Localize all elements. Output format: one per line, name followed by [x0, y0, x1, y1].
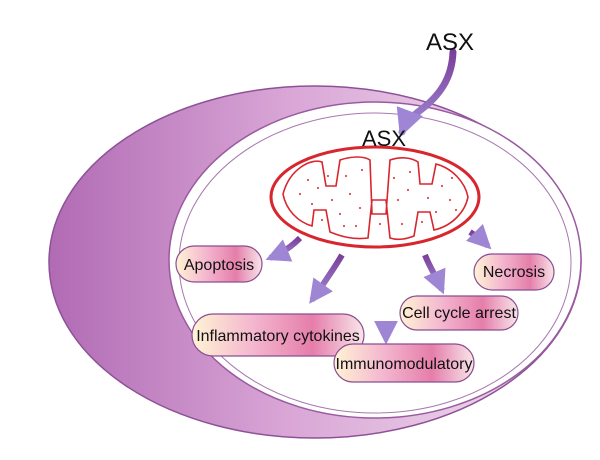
label-necrosis: Necrosis — [483, 264, 545, 281]
pill-cell-cycle — [399, 295, 519, 331]
pill-necrosis — [473, 253, 555, 291]
arrow-to-apoptosis — [265, 235, 303, 262]
pill-immunomodulatory — [333, 343, 475, 383]
arrow-to-inflammatory — [309, 253, 345, 304]
arrow-to-necrosis — [465, 223, 492, 250]
label-cell-cycle: Cell cycle arrest — [402, 305, 516, 322]
mitochondrion — [269, 145, 481, 249]
label-apoptosis: Apoptosis — [184, 257, 254, 274]
asx-outside-label: ASX — [426, 29, 474, 56]
asx-inside-label: ASX — [362, 126, 406, 151]
label-inflammatory: Inflammatory cytokines — [196, 328, 360, 345]
arrow-to-cell-cycle — [422, 253, 446, 295]
asx-entry-arrow — [396, 48, 457, 138]
label-immunomodulatory: Immunomodulatory — [336, 356, 473, 373]
pill-inflammatory — [191, 313, 365, 357]
cristae — [282, 156, 469, 241]
pill-apoptosis — [175, 245, 263, 283]
